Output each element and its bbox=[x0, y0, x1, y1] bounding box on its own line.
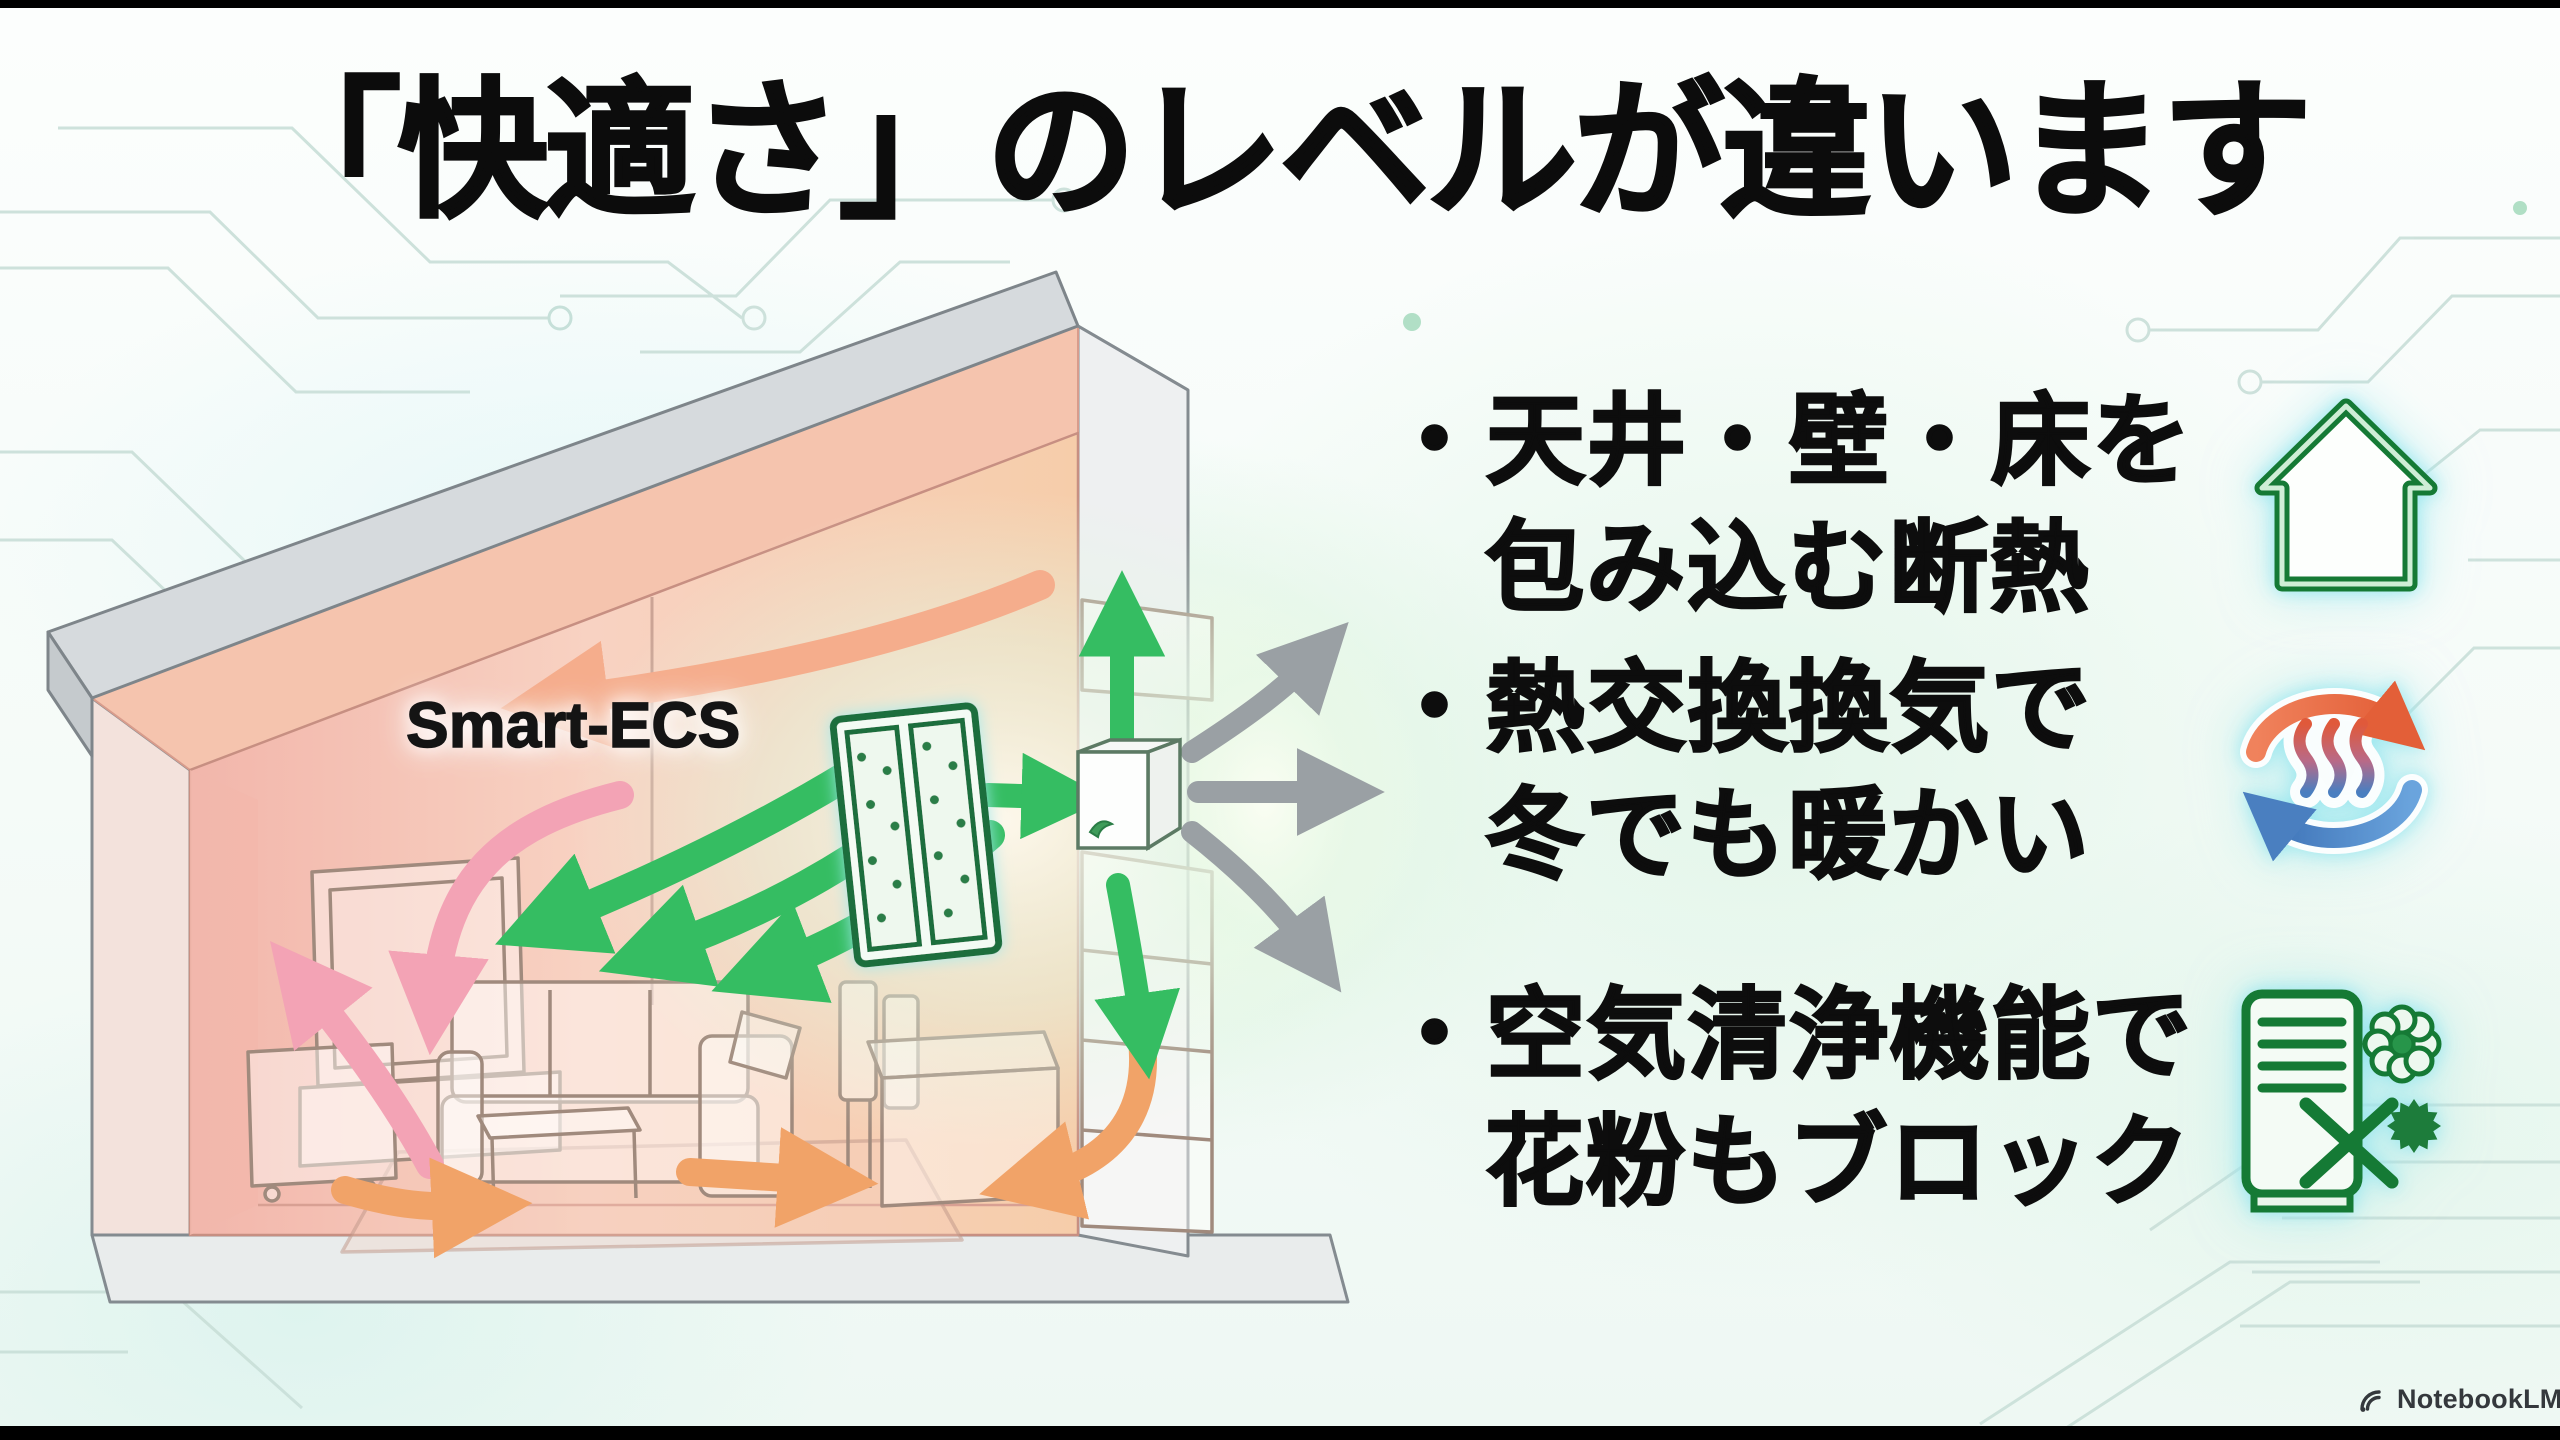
ecs-filter-panel bbox=[829, 702, 1003, 968]
air-purifier-pollen-icon bbox=[2241, 989, 2442, 1213]
smart-ecs-label: Smart-ECS bbox=[405, 688, 741, 762]
warm-air-arrows bbox=[270, 570, 1157, 1259]
heat-exchange-icon bbox=[2240, 680, 2428, 862]
bullet-heat-exchange-line1: ・熱交換換気で bbox=[1384, 651, 2092, 764]
bullet-air-purification-line2: 花粉もブロック bbox=[1484, 1104, 2192, 1217]
insulated-house-icon bbox=[2254, 398, 2438, 592]
ventilation-unit bbox=[1076, 737, 1182, 852]
bullet-air-purification-line1: ・空気清浄機能で bbox=[1384, 978, 2193, 1091]
page-title: 「快適さ」のレベルが違います bbox=[249, 67, 2313, 235]
letterbox-bar-top bbox=[0, 0, 2560, 8]
notebooklm-logo-icon bbox=[2360, 1389, 2381, 1412]
bullet-insulation-line2: 包み込む断熱 bbox=[1484, 510, 2091, 623]
letterbox-bar-bottom bbox=[0, 1426, 2560, 1440]
block-x-mark bbox=[2299, 1097, 2399, 1189]
bullet-heat-exchange-line2: 冬でも暖かい bbox=[1484, 777, 2091, 890]
exhaust-air-arrows bbox=[1181, 622, 1385, 993]
bullet-air-purification: ・空気清浄機能で 花粉もブロック bbox=[1384, 972, 2445, 1225]
bullet-insulation: ・天井・壁・床を 包み込む断熱 bbox=[1384, 378, 2445, 631]
bullet-heat-exchange: ・熱交換換気で 冬でも暖かい bbox=[1384, 645, 2445, 898]
pollen-flower bbox=[2362, 1004, 2442, 1084]
bullet-insulation-line1: ・天井・壁・床を bbox=[1384, 384, 2193, 497]
pollen-particle bbox=[2387, 1099, 2441, 1153]
watermark: NotebookLM bbox=[2356, 1384, 2560, 1415]
watermark-text: NotebookLM bbox=[2397, 1384, 2560, 1414]
